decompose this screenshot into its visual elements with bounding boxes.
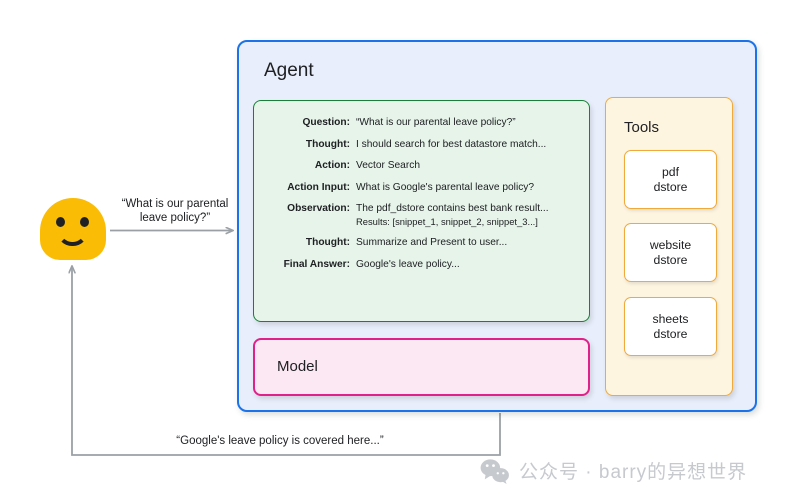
trace-row-value: What is Google's parental leave policy? [356, 182, 577, 204]
trace-row-key: Thought: [305, 236, 350, 248]
user-smiley-avatar [40, 198, 106, 260]
trace-row-value-text: Vector Search [356, 160, 420, 172]
agent-answer-label: “Google's leave policy is covered here..… [176, 435, 384, 447]
trace-row-value: Summarize and Present to user... [356, 237, 577, 259]
watermark-text: 公众号 · barry的异想世界 [519, 462, 748, 483]
trace-row-value: Vector Search [356, 160, 577, 182]
trace-row-value-text: Summarize and Present to user... [356, 236, 508, 248]
reasoning-trace-table: Question: “What is our parental leave pol… [254, 117, 577, 280]
trace-row: Observation: The pdf_dstore contains best… [254, 203, 577, 237]
trace-row-value: The pdf_dstore contains best bank result… [356, 203, 577, 237]
avatar-smile [57, 231, 88, 246]
model-panel[interactable]: Model [253, 338, 590, 396]
trace-row-key: Final Answer: [283, 258, 350, 270]
tools-panel: Tools pdf dstore website dstore sheets d… [605, 97, 733, 396]
avatar-eye-left [56, 217, 65, 227]
trace-row: Final Answer: Google's leave policy... [254, 259, 577, 281]
trace-row-value-text: What is Google's parental leave policy? [356, 181, 535, 193]
trace-row: Action: Vector Search [254, 160, 577, 182]
agent-reasoning-trace-panel: Question: “What is our parental leave pol… [253, 100, 590, 322]
trace-row-key: Thought: [305, 138, 350, 150]
trace-row: Action Input: What is Google's parental l… [254, 182, 577, 204]
trace-row-value-sub: Results: [snippet_1, snippet_2, snippet_… [356, 215, 538, 227]
trace-row-value-text: Google's leave policy... [356, 258, 460, 270]
trace-row-value-text: The pdf_dstore contains best bank result… [356, 203, 549, 215]
trace-row-key: Question: [302, 117, 350, 128]
trace-row-value: Google's leave policy... [356, 259, 577, 281]
avatar-eye-right [80, 217, 89, 227]
tools-title: Tools [624, 119, 660, 136]
tool-card-sheets-dstore[interactable]: sheets dstore [624, 297, 717, 356]
trace-row: Thought: I should search for best datasto… [254, 139, 577, 161]
watermark: 公众号 · barry的异想世界 [480, 457, 747, 484]
agent-title: Agent [264, 60, 314, 81]
trace-row-value-text: I should search for best datastore match… [356, 138, 547, 150]
tool-card-website-dstore[interactable]: website dstore [624, 223, 717, 282]
trace-row-value-text: “What is our parental leave policy?” [356, 117, 516, 128]
trace-row: Question: “What is our parental leave pol… [254, 117, 577, 139]
trace-row-key: Action: [314, 160, 350, 172]
trace-row-value: I should search for best datastore match… [356, 139, 577, 161]
trace-row-key: Action Input: [287, 181, 350, 193]
trace-row-value: “What is our parental leave policy?” [356, 117, 577, 139]
user-question-label: “What is our parental leave policy?” [121, 198, 229, 224]
wechat-icon [480, 458, 509, 484]
model-title: Model [277, 358, 318, 375]
trace-row-key: Observation: [287, 203, 350, 215]
trace-row: Thought: Summarize and Present to user... [254, 237, 577, 259]
tool-card-pdf-dstore[interactable]: pdf dstore [624, 150, 717, 209]
avatar-head [40, 198, 106, 260]
